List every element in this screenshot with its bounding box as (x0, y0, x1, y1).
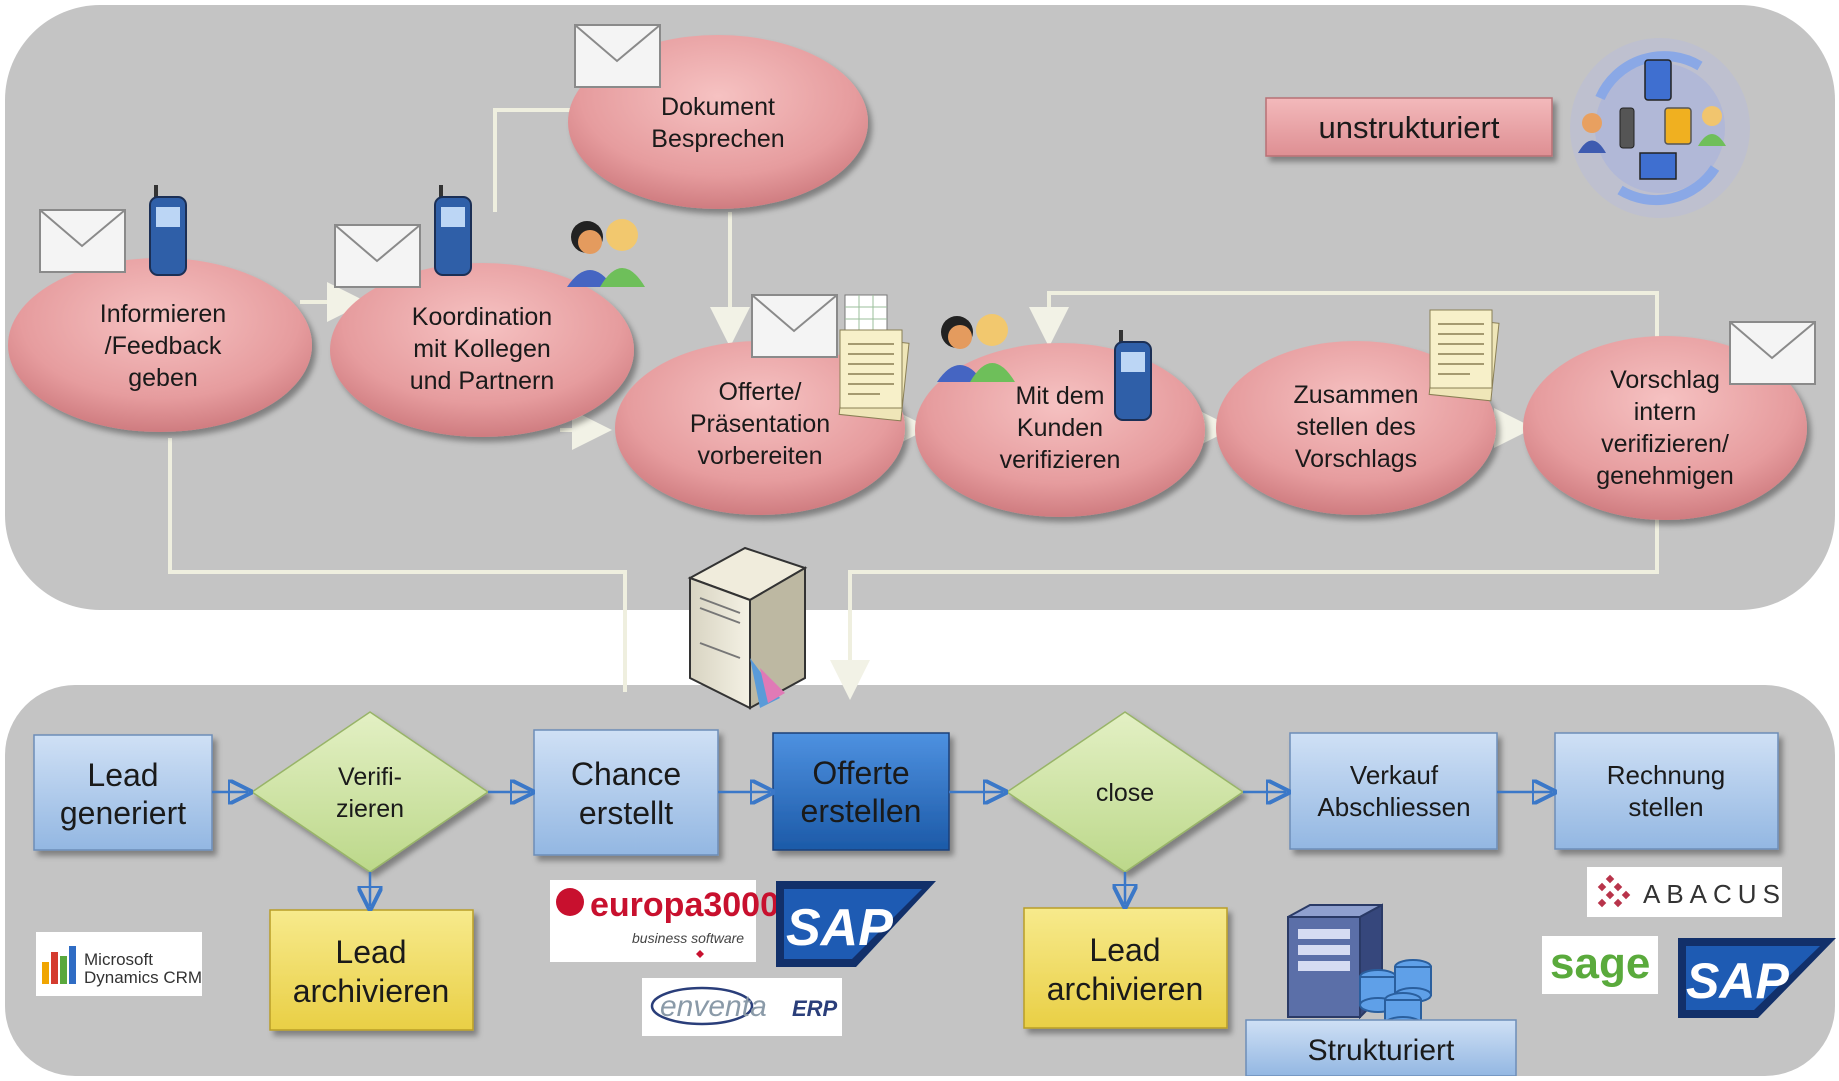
svg-text:Offerte/: Offerte/ (719, 378, 802, 406)
svg-text:europa3000: europa3000 (590, 886, 779, 924)
box-lead-archivieren: Lead archivieren (269, 909, 474, 1031)
box-lead-generiert: Lead generiert (33, 734, 213, 851)
connector-lines (168, 108, 1659, 700)
microsoft-dynamics-crm-logo: Microsoft Dynamics CRM (36, 932, 202, 996)
abacus-logo: ABACUS (1587, 867, 1786, 917)
document-stack-icon (838, 329, 910, 422)
svg-text:intern: intern (1634, 398, 1697, 426)
svg-text:Lead: Lead (335, 934, 406, 970)
svg-text:Offerte: Offerte (812, 755, 909, 791)
svg-text:Kunden: Kunden (1017, 414, 1103, 442)
svg-text:geben: geben (128, 364, 198, 392)
unstructured-label: unstrukturiert (1319, 110, 1500, 145)
sage-logo: sage (1542, 936, 1658, 994)
box-rechnung: Rechnung stellen (1554, 732, 1779, 850)
svg-text:Lead: Lead (87, 757, 158, 793)
svg-text:SAP: SAP (1686, 953, 1789, 1009)
svg-text:business software: business software (632, 930, 744, 946)
sap-logo: SAP (776, 881, 936, 967)
svg-text:enventa: enventa (660, 990, 767, 1023)
svg-text:Vorschlag: Vorschlag (1610, 366, 1720, 394)
process-arrows (212, 792, 1552, 906)
box-chance-erstellt: Chance erstellt (533, 729, 719, 856)
svg-text:ERP: ERP (792, 996, 838, 1021)
svg-text:Abschliessen: Abschliessen (1317, 792, 1470, 822)
box-verkauf: Verkauf Abschliessen (1289, 732, 1498, 850)
mobile-phone-icon (434, 185, 472, 276)
svg-text:Präsentation: Präsentation (690, 410, 830, 438)
svg-text:Vorschlags: Vorschlags (1295, 445, 1417, 473)
svg-text:generiert: generiert (60, 795, 186, 831)
step-informieren: Informieren /Feedback geben (8, 258, 312, 432)
svg-text:stellen des: stellen des (1296, 413, 1416, 441)
sap-logo: SAP (1678, 938, 1836, 1018)
svg-text:Besprechen: Besprechen (651, 125, 784, 153)
server-icon (687, 546, 808, 710)
svg-text:Mit dem: Mit dem (1016, 382, 1105, 410)
svg-text:archivieren: archivieren (1047, 971, 1204, 1007)
mobile-phone-icon (1114, 330, 1152, 421)
svg-text:Lead: Lead (1089, 932, 1160, 968)
svg-text:Verifi-: Verifi- (338, 763, 402, 791)
svg-text:verifizieren: verifizieren (1000, 446, 1121, 474)
network-globe-icon (1570, 38, 1750, 218)
envelope-icon (1729, 321, 1816, 385)
svg-text:Informieren: Informieren (100, 300, 226, 328)
svg-text:Zusammen: Zusammen (1293, 381, 1418, 409)
svg-text:genehmigen: genehmigen (1596, 462, 1734, 490)
document-stack-icon (1428, 309, 1500, 402)
mobile-phone-icon (149, 185, 187, 276)
step-koordination: Koordination mit Kollegen und Partnern (330, 263, 634, 437)
svg-text:verifizieren/: verifizieren/ (1601, 430, 1729, 458)
enventa-erp-logo: enventa ERP (642, 978, 842, 1036)
svg-text:Rechnung: Rechnung (1607, 760, 1726, 790)
svg-text:ABACUS: ABACUS (1643, 879, 1786, 909)
svg-text:Dynamics CRM: Dynamics CRM (84, 968, 202, 987)
envelope-icon (39, 209, 126, 273)
people-icon (567, 219, 645, 287)
structured-label-box: Strukturiert (1245, 1019, 1517, 1077)
svg-text:close: close (1096, 779, 1154, 807)
step-offerte: Offerte/ Präsentation vorbereiten (615, 341, 905, 515)
envelope-icon (574, 24, 661, 88)
svg-text:Chance: Chance (571, 756, 681, 792)
svg-text:/Feedback: /Feedback (105, 332, 222, 360)
envelope-icon (751, 294, 838, 358)
svg-text:mit Kollegen: mit Kollegen (413, 335, 551, 363)
unstructured-label-box (1265, 97, 1553, 157)
svg-text:erstellen: erstellen (801, 793, 922, 829)
svg-text:Koordination: Koordination (412, 303, 552, 331)
people-icon (937, 314, 1015, 382)
box-lead-archivieren: Lead archivieren (1023, 907, 1228, 1029)
svg-text:stellen: stellen (1628, 792, 1703, 822)
step-zusammen: Zusammen stellen des Vorschlags (1216, 341, 1496, 515)
structured-label: Strukturiert (1308, 1034, 1455, 1067)
svg-text:vorbereiten: vorbereiten (697, 442, 822, 470)
svg-text:zieren: zieren (336, 795, 404, 823)
svg-text:erstellt: erstellt (579, 795, 673, 831)
diamond-verifizieren: Verifi- zieren (250, 711, 490, 873)
box-offerte-erstellen: Offerte erstellen (772, 732, 950, 851)
europa3000-logo: europa3000 business software (550, 880, 779, 962)
envelope-icon (334, 224, 421, 288)
svg-text:Verkauf: Verkauf (1350, 760, 1439, 790)
server-rack-icon (1287, 903, 1432, 1032)
svg-text:und Partnern: und Partnern (410, 367, 555, 395)
svg-text:SAP: SAP (786, 899, 893, 957)
svg-text:Dokument: Dokument (661, 93, 775, 121)
svg-text:archivieren: archivieren (293, 973, 450, 1009)
svg-text:Microsoft: Microsoft (84, 950, 153, 969)
svg-text:sage: sage (1550, 939, 1650, 988)
